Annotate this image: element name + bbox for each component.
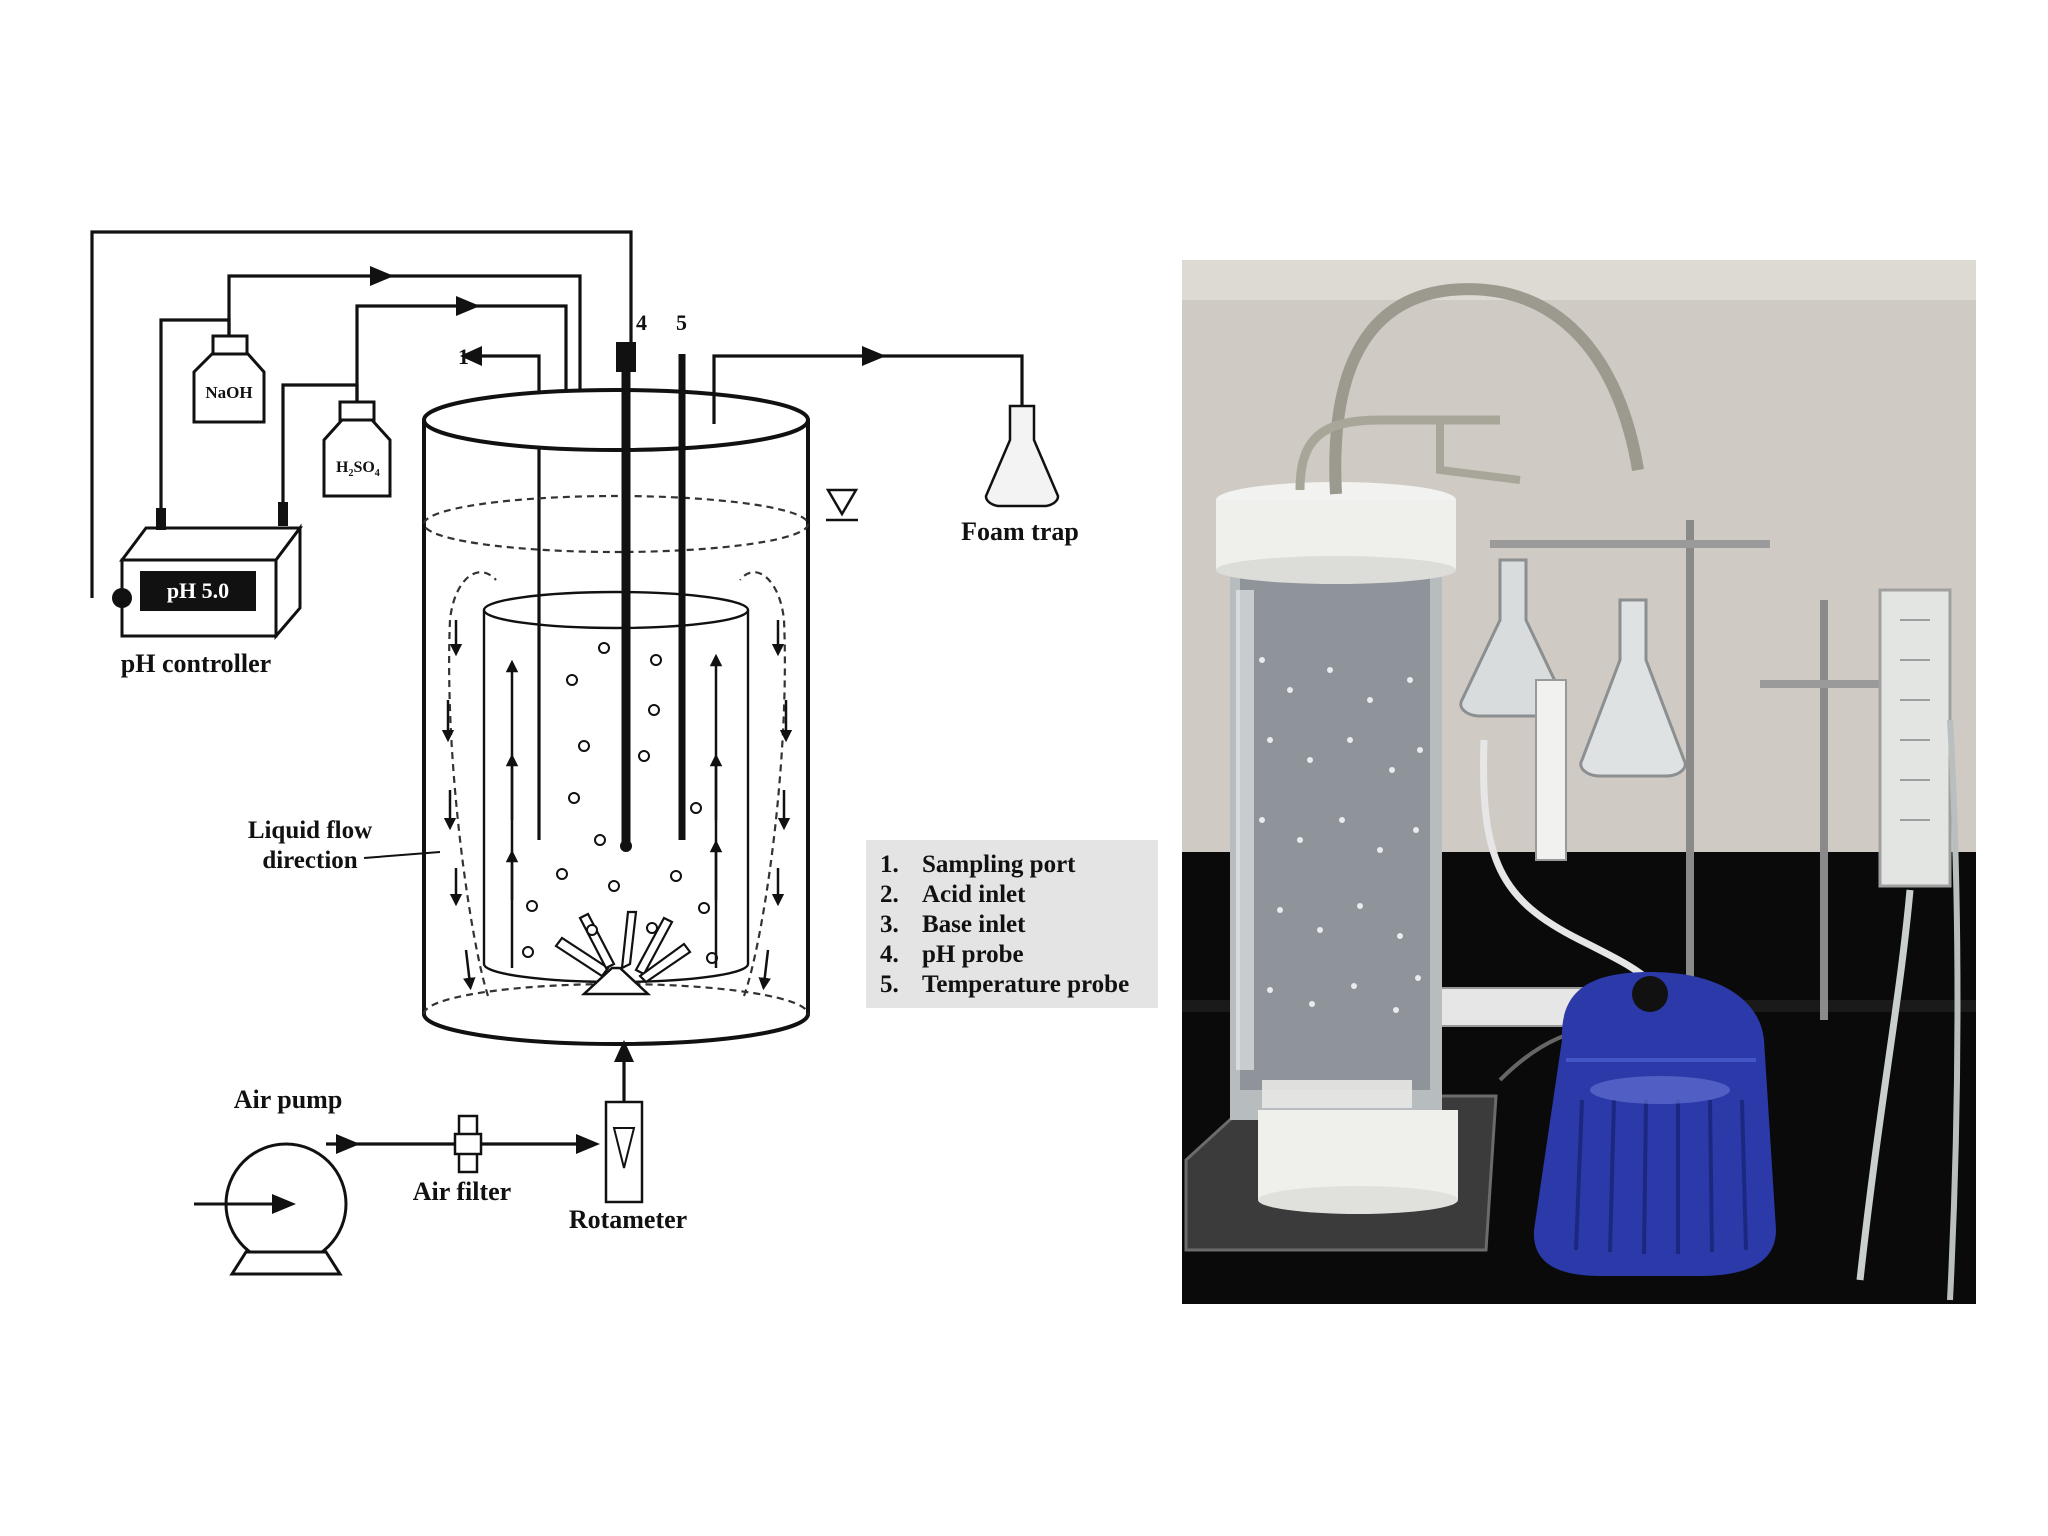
- legend-text-2: Acid inlet: [922, 881, 1026, 908]
- legend-text-3: Base inlet: [922, 911, 1026, 938]
- liquid-flow-label-line2: direction: [262, 847, 357, 874]
- photo-air-pump: [1533, 972, 1776, 1276]
- port-number-1: 1: [458, 344, 469, 369]
- port-number-5: 5: [676, 310, 687, 335]
- legend-text-5: Temperature probe: [922, 971, 1129, 998]
- rotameter-label: Rotameter: [569, 1205, 687, 1234]
- rotameter: Rotameter: [569, 1040, 687, 1234]
- h2so4-label: H2SO4: [336, 459, 380, 479]
- ph-controller: pH 5.0 pH controller: [112, 502, 303, 678]
- bubbles: [522, 642, 718, 964]
- lab-photo: [1182, 260, 1976, 1304]
- foam-trap-flask: Foam trap: [961, 404, 1079, 546]
- sparger: [554, 910, 692, 996]
- photo-bubbles: [1259, 657, 1423, 1013]
- legend-text-4: pH probe: [922, 941, 1024, 968]
- air-filter: Air filter: [413, 1114, 511, 1206]
- liquid-level-symbol: [825, 488, 859, 522]
- liquid-flow-label-line1: Liquid flow: [248, 817, 372, 844]
- reactor-vessel: [422, 388, 810, 1046]
- legend-num-1: 1.: [880, 851, 899, 878]
- port-number-4: 4: [636, 310, 647, 335]
- naoh-label: NaOH: [205, 383, 252, 402]
- legend-box: 1. Sampling port 2. Acid inlet 3. Base i…: [866, 840, 1158, 1008]
- air-pump-label: Air pump: [234, 1085, 343, 1114]
- ph-display: pH 5.0: [167, 578, 229, 603]
- legend-num-5: 5.: [880, 971, 899, 998]
- ph-controller-label: pH controller: [121, 649, 271, 678]
- foam-trap-label: Foam trap: [961, 517, 1079, 546]
- riser-arrows: [505, 653, 723, 968]
- air-filter-label: Air filter: [413, 1177, 511, 1206]
- air-pump: Air pump: [194, 1085, 348, 1276]
- legend-num-4: 4.: [880, 941, 899, 968]
- schematic: pH 5.0 pH controller NaOH H2SO4: [90, 230, 1079, 1276]
- circulation-loops: [441, 571, 793, 997]
- h2so4-bottle: H2SO4: [322, 400, 392, 498]
- legend-num-2: 2.: [880, 881, 899, 908]
- legend-text-1: Sampling port: [922, 851, 1076, 878]
- naoh-bottle: NaOH: [192, 334, 266, 424]
- ph-probe-cap: [616, 342, 636, 372]
- legend-num-3: 3.: [880, 911, 899, 938]
